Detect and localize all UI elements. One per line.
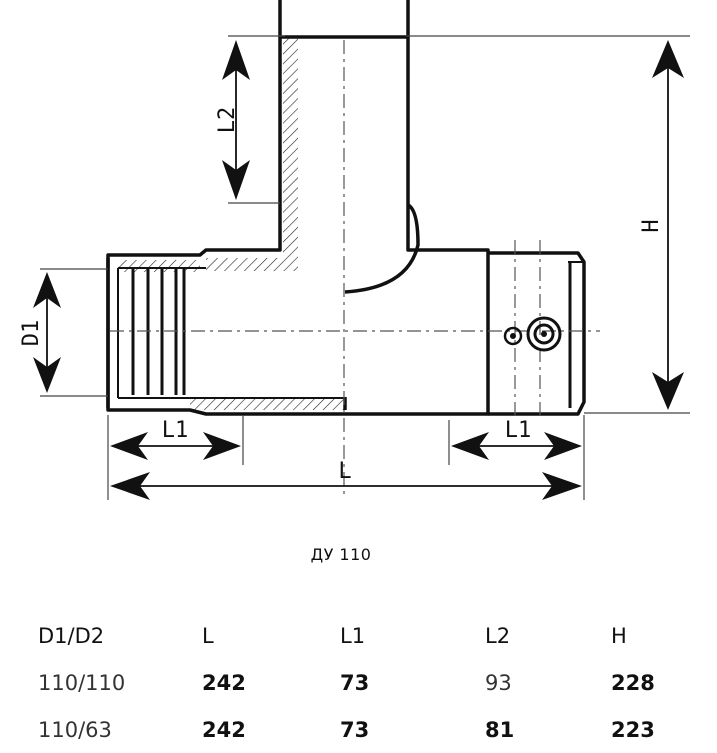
- right-socket-details: [568, 261, 584, 408]
- header-h: H: [611, 623, 627, 648]
- header-l2: L2: [485, 623, 511, 648]
- hatched-wall-sections: [118, 37, 345, 410]
- header-d1-d2: D1/D2: [38, 623, 105, 648]
- cell-h: 228: [611, 670, 655, 695]
- socket-rings: [117, 267, 345, 399]
- diagram-caption: ДУ 110: [310, 545, 372, 564]
- table-header-row: D1/D2 L L1 L2 H: [38, 612, 701, 659]
- cell-l2: 81: [485, 717, 515, 742]
- cell-l: 242: [202, 670, 246, 695]
- cell-l1: 73: [340, 717, 370, 742]
- label-l: L: [338, 459, 351, 484]
- cell-d1-d2: 110/110: [38, 670, 126, 695]
- table-row: 110/63 242 73 81 223: [38, 706, 701, 753]
- label-l1-left: L1: [162, 418, 189, 443]
- cell-l2: 93: [485, 670, 512, 695]
- label-l1-right: L1: [505, 418, 532, 443]
- label-l2: L2: [215, 107, 240, 134]
- cell-h: 223: [611, 717, 655, 742]
- terminal-pins-icon: [503, 316, 562, 352]
- cell-l: 242: [202, 717, 246, 742]
- dimensions-table: D1/D2 L L1 L2 H 110/110 242 73 93 228 11…: [38, 612, 701, 753]
- table-row: 110/110 242 73 93 228: [38, 659, 701, 706]
- header-l: L: [202, 623, 214, 648]
- cell-d1-d2: 110/63: [38, 717, 112, 742]
- label-d1: D1: [19, 320, 44, 347]
- extension-lines: [40, 35, 690, 500]
- dimension-arrows: [33, 40, 684, 500]
- cell-l1: 73: [340, 670, 370, 695]
- tee-fitting-drawing: L2 H D1 L1 L1 L: [19, 0, 690, 500]
- header-l1: L1: [340, 623, 366, 648]
- label-h: H: [639, 219, 664, 232]
- tee-body-outline: [106, 0, 586, 416]
